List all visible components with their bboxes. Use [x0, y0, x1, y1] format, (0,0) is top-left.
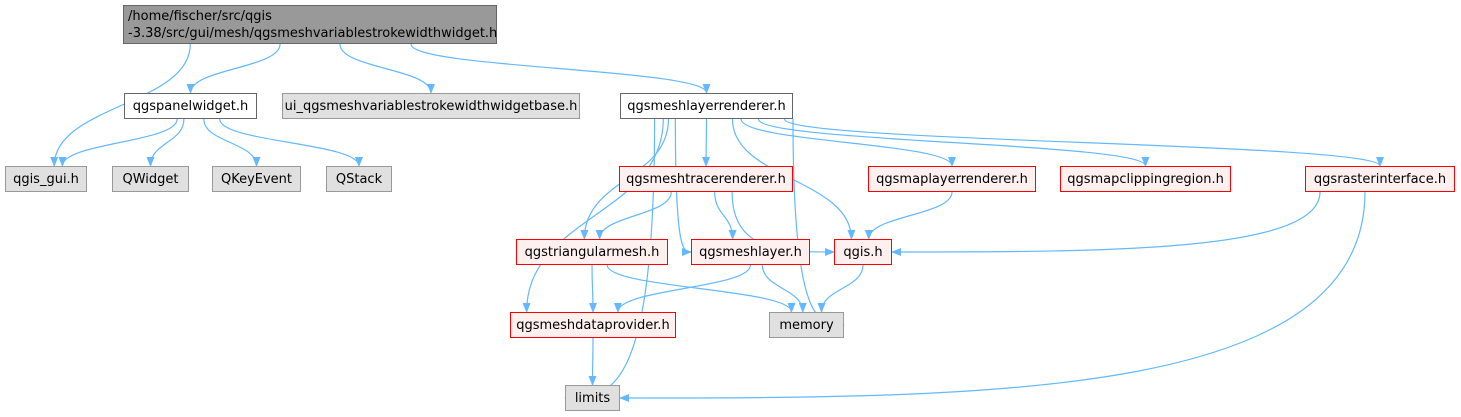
edge-qgstriangularmesh-to-memory: [606, 264, 796, 313]
edge-root-to-ui_base: [339, 43, 435, 94]
edge-qgsmeshlayerrenderer-to-qgsmeshdataprovider: [522, 118, 664, 313]
node-qgspanelwidget[interactable]: qgspanelwidget.h: [124, 93, 257, 119]
node-qgsmeshdataprovider[interactable]: qgsmeshdataprovider.h: [510, 312, 676, 338]
node-ui-qgsmeshvariablestrokewidthwidgetbase: ui_qgsmeshvariablestrokewidthwidgetbase.…: [282, 93, 580, 119]
edge-qgsrasterinterface-to-limits: [619, 191, 1366, 402]
node-label: qgsrasterinterface.h: [1313, 171, 1447, 187]
node-label: QStack: [335, 171, 383, 187]
node-qgis-gui: qgis_gui.h: [5, 166, 87, 192]
node-memory: memory: [769, 312, 844, 338]
edge-qgsmeshlayer-to-qgsmeshdataprovider: [613, 264, 752, 313]
node-label: ui_qgsmeshvariablestrokewidthwidgetbase.…: [284, 98, 578, 114]
node-qgsmeshtracerenderer[interactable]: qgsmeshtracerenderer.h: [619, 166, 793, 192]
edge-qgsmeshlayer-to-memory: [761, 264, 807, 313]
edge-qgspanelwidget-to-qgis_gui: [58, 118, 178, 167]
node-qgis[interactable]: qgis.h: [834, 239, 892, 265]
edge-qgsmeshlayerrenderer-to-qgsmeshlayer: [674, 118, 692, 256]
edge-qgsmeshlayerrenderer-to-qgsmaplayerrenderer: [740, 118, 956, 167]
edge-qgsmeshlayerrenderer-to-qgsmeshtracerenderer: [702, 118, 711, 167]
edge-qgsmeshtracerenderer-to-qgstriangularmesh: [595, 191, 672, 240]
edge-qgsmeshlayerrenderer-to-memory: [792, 118, 845, 329]
node-label: qgsmeshdataprovider.h: [516, 317, 670, 333]
node-limits: limits: [565, 385, 620, 411]
edge-qgspanelwidget-to-qstack: [219, 118, 363, 167]
edge-qgsrasterinterface-to-qgis: [891, 191, 1321, 256]
node-label: qgspanelwidget.h: [132, 98, 249, 114]
node-label: qgsmeshlayer.h: [699, 244, 802, 260]
edge-qgsmeshtracerenderer-to-qgsmeshlayer: [714, 191, 737, 240]
node-label: QKeyEvent: [220, 171, 293, 187]
edge-qgsmeshlayerrenderer-to-qgsmapclippingregion: [757, 118, 1150, 167]
node-qgstriangularmesh[interactable]: qgstriangularmesh.h: [516, 239, 668, 265]
edge-qgsmeshdataprovider-to-limits: [588, 337, 597, 386]
node-qgsmeshlayer[interactable]: qgsmeshlayer.h: [691, 239, 810, 265]
node-label: /home/fischer/src/qgis -3.38/src/gui/mes…: [128, 8, 498, 41]
edge-qgstriangularmesh-to-qgsmeshdataprovider: [588, 264, 597, 313]
node-label: limits: [574, 390, 611, 406]
edge-qgsmaplayerrenderer-to-qgis: [864, 191, 953, 240]
edge-root-to-qgsmeshlayerrenderer: [410, 43, 711, 94]
node-qstack: QStack: [326, 166, 392, 192]
edge-qgspanelwidget-to-qkeyevent: [203, 118, 261, 167]
node-label: qgstriangularmesh.h: [524, 244, 660, 260]
edge-qgspanelwidget-to-qwidget: [146, 118, 185, 167]
edge-qgis-to-memory: [817, 264, 864, 313]
node-label: qgsmaplayerrenderer.h: [876, 171, 1028, 187]
node-label: qgsmeshtracerenderer.h: [626, 171, 786, 187]
node-qwidget: QWidget: [112, 166, 189, 192]
node-qgsmapclippingregion[interactable]: qgsmapclippingregion.h: [1060, 166, 1231, 192]
node-label: QWidget: [122, 171, 179, 187]
node-qgsmeshvariablestrokewidthwidget[interactable]: /home/fischer/src/qgis -3.38/src/gui/mes…: [123, 5, 497, 44]
node-label: qgsmeshlayerrenderer.h: [627, 98, 786, 114]
edge-qgsmeshlayerrenderer-to-qgsrasterinterface: [783, 118, 1384, 167]
node-label: qgis.h: [843, 244, 883, 260]
node-label: memory: [779, 317, 834, 333]
node-label: qgsmapclippingregion.h: [1067, 171, 1224, 187]
node-qkeyevent: QKeyEvent: [212, 166, 301, 192]
edge-root-to-qgspanelwidget: [186, 43, 281, 94]
edge-root-to-qgis_gui: [50, 43, 191, 167]
node-qgsmeshlayerrenderer[interactable]: qgsmeshlayerrenderer.h: [620, 93, 793, 119]
node-qgsmaplayerrenderer[interactable]: qgsmaplayerrenderer.h: [868, 166, 1036, 192]
node-label: qgis_gui.h: [13, 171, 79, 187]
node-qgsrasterinterface[interactable]: qgsrasterinterface.h: [1305, 166, 1455, 192]
